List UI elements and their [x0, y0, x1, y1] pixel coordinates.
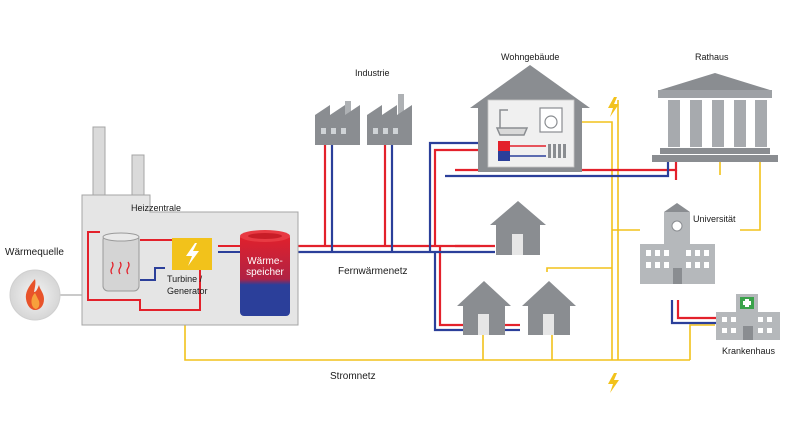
hospital	[716, 294, 780, 340]
heat-source-label: Wärmequelle	[5, 247, 64, 258]
supply-pipes	[292, 145, 720, 327]
radiator-icon	[548, 144, 566, 158]
hospital-cross-icon	[740, 297, 754, 309]
heat-storage-label: Wärme- speicher	[246, 256, 284, 278]
residential-building	[470, 65, 590, 172]
industry-label: Industrie	[355, 68, 390, 78]
university-label: Universität	[693, 214, 736, 224]
clock-icon	[671, 220, 683, 232]
power-grid-label: Stromnetz	[330, 371, 376, 382]
flame-icon	[25, 279, 44, 310]
washing-machine-icon	[539, 107, 563, 133]
hospital-label: Krankenhaus	[722, 346, 776, 356]
heat-source	[9, 269, 82, 321]
residential-building-label: Wohngebäude	[501, 52, 560, 62]
town-hall-label: Rathaus	[695, 52, 729, 62]
lightning-icon	[608, 373, 619, 393]
heating-plant	[81, 126, 299, 326]
house-icon	[522, 281, 576, 335]
factory-icon	[367, 94, 412, 145]
heat-waves-icon	[110, 261, 130, 275]
town-hall	[652, 73, 778, 162]
house-icon	[490, 201, 546, 255]
return-pipes	[292, 141, 720, 332]
heating-plant-label: Heizzentrale	[131, 203, 182, 213]
district-heating-network-label: Fernwärmenetz	[338, 266, 408, 277]
lightning-icon	[608, 97, 619, 117]
factory-icon	[315, 101, 360, 145]
house-icon	[457, 281, 511, 335]
turbine-label: Turbine / Generator	[167, 274, 208, 296]
lightning-icon	[186, 243, 199, 266]
industry-factories	[315, 94, 412, 145]
university	[640, 203, 715, 284]
shower-icon	[495, 109, 529, 136]
